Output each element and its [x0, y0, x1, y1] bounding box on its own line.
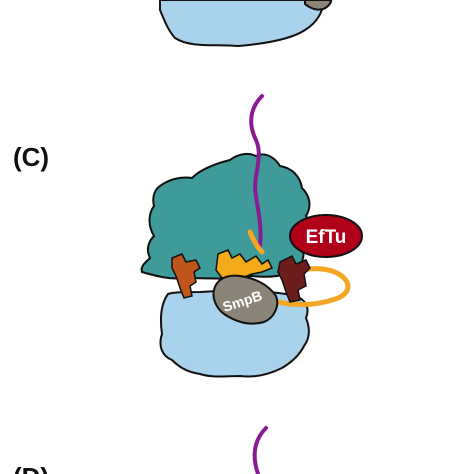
mrna-strand: [249, 94, 264, 248]
eftu-protein: [289, 214, 363, 258]
panel-label-next: (D): [13, 462, 49, 474]
trna-a-site: [277, 254, 311, 303]
smpb-top: [304, 0, 333, 11]
small-subunit-top: [159, 0, 327, 48]
panel-c: SmpB EfTu: [140, 94, 363, 378]
large-subunit: [140, 152, 311, 280]
panel-d-partial: (D): [13, 426, 268, 474]
panel-label-c: (C): [13, 142, 49, 172]
panel-b-partial: [159, 0, 333, 48]
tmrna-strand: [247, 229, 351, 307]
smpb-protein: [212, 274, 279, 325]
mrna-strand-bottom: [252, 426, 268, 474]
eftu-label: EfTu: [306, 227, 347, 248]
trna-e-site: [171, 253, 201, 299]
